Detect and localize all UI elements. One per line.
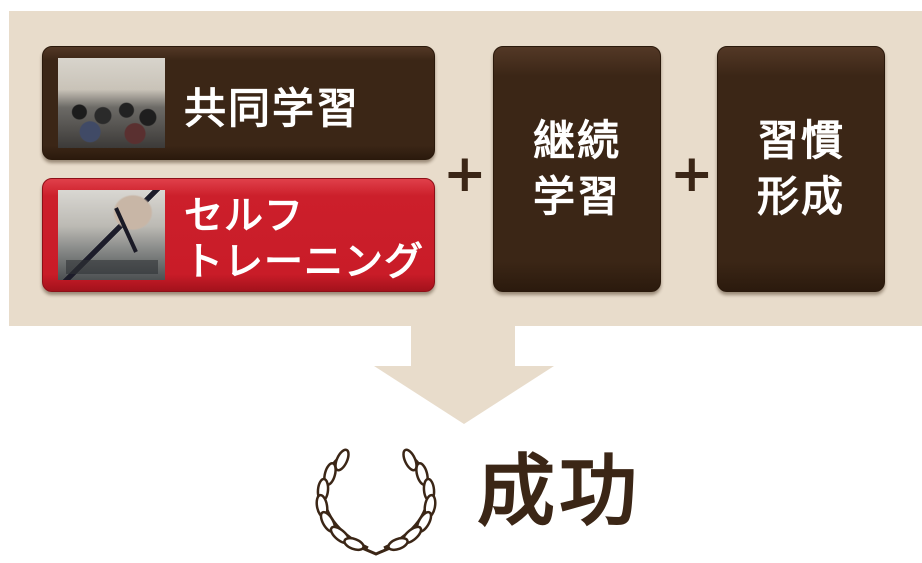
arrow-down-stem: [411, 326, 515, 366]
shukan-line1: 習慣: [756, 116, 845, 165]
shukan-keisei-label: 習慣 形成: [718, 113, 884, 225]
writing-photo: [58, 190, 165, 280]
shukan-keisei-box: 習慣 形成: [717, 46, 885, 292]
keizoku-line2: 学習: [532, 172, 621, 221]
kyodo-gakushu-label: 共同学習: [184, 84, 361, 133]
keizoku-line1: 継続: [532, 116, 621, 165]
plus-sign-2: +: [670, 144, 714, 204]
keizoku-gakushu-label: 継続 学習: [494, 113, 660, 225]
pen-icon: [66, 207, 158, 274]
result-success-label: 成功: [477, 446, 642, 537]
self-training-line1: セルフ: [184, 193, 305, 239]
arrow-down-icon: [374, 366, 554, 424]
self-training-label: セルフ トレーニング: [184, 193, 424, 285]
shukan-line2: 形成: [756, 172, 845, 221]
laurel-wreath-icon: [315, 448, 437, 556]
self-training-line2: トレーニング: [184, 239, 425, 285]
kyodo-gakushu-box: 共同学習: [42, 46, 435, 160]
self-training-box: セルフ トレーニング: [42, 178, 435, 292]
plus-sign-1: +: [443, 144, 487, 204]
keizoku-gakushu-box: 継続 学習: [493, 46, 661, 292]
classroom-photo: [58, 58, 165, 148]
